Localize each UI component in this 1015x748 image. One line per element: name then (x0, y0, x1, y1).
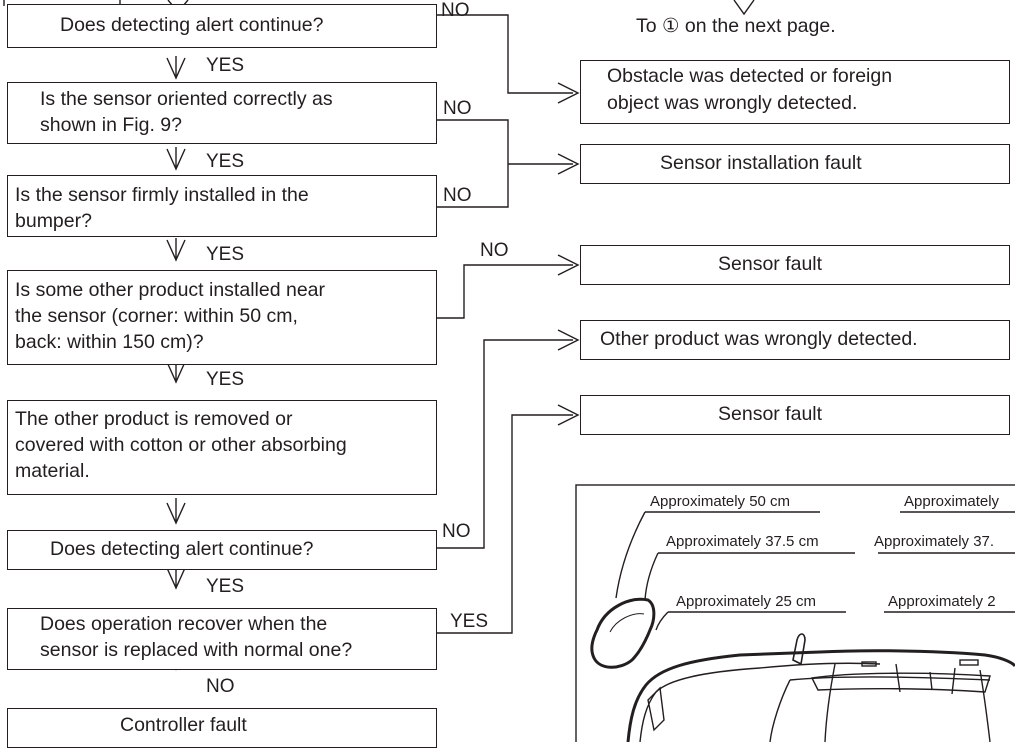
question-other-product-line1: Is some other product installed near (15, 279, 326, 301)
to-next-page-text: To ① on the next page. (636, 15, 836, 37)
question-sensor-installed (7, 175, 437, 237)
step-remove-other-product-line1: The other product is removed or (15, 408, 293, 430)
step-remove-other-product (7, 400, 437, 495)
result-installation-fault (580, 144, 1010, 184)
result-other-product (580, 320, 1010, 360)
branch-no-q4: NO (480, 240, 509, 261)
branch-no-q1: NO (441, 0, 470, 21)
result-obstacle-detected-line2: object was wrongly detected. (607, 92, 858, 114)
question-sensor-orientation-line1: Is the sensor oriented correctly as (40, 88, 333, 110)
figure-label-50cm: Approximately 50 cm (650, 493, 791, 510)
result-controller-fault-text: Controller fault (120, 714, 247, 736)
question-replace-sensor-line1: Does operation recover when the (40, 613, 328, 635)
figure-label-25cm: Approximately 25 cm (676, 593, 817, 610)
branch-yes-4: YES (206, 369, 245, 390)
figure-label-37-5cm: Approximately 37.5 cm (666, 533, 819, 550)
branch-yes-3: YES (206, 244, 245, 265)
result-installation-fault-text: Sensor installation fault (660, 152, 862, 174)
figure-label-right-bot: Approximately 2 (888, 593, 996, 610)
question-alert-continue-2-text: Does detecting alert continue? (50, 538, 314, 560)
result-sensor-fault-1-text: Sensor fault (718, 253, 823, 275)
step-remove-other-product-line3: material. (15, 460, 90, 482)
figure-label-right-mid: Approximately 37. (874, 533, 995, 550)
result-other-product-text: Other product was wrongly detected. (600, 328, 918, 350)
question-sensor-installed-line1: Is the sensor firmly installed in the (15, 184, 309, 206)
question-replace-sensor (7, 608, 437, 670)
question-sensor-installed-line2: bumper? (15, 210, 92, 232)
question-other-product-line2: the sensor (corner: within 50 cm, (15, 305, 298, 327)
question-other-product-line3: back: within 150 cm)? (15, 331, 204, 353)
question-replace-sensor-line2: sensor is replaced with normal one? (40, 639, 353, 661)
step-remove-other-product-line2: covered with cotton or other absorbing (15, 434, 347, 456)
question-alert-continue-1-text: Does detecting alert continue? (60, 14, 324, 36)
result-sensor-fault-2 (580, 395, 1010, 435)
question-alert-continue-2 (7, 530, 437, 570)
figure-label-right-top: Approximately (904, 493, 1000, 510)
branch-no-7: NO (206, 676, 235, 697)
result-sensor-fault-2-text: Sensor fault (718, 403, 823, 425)
branch-yes-2: YES (206, 151, 245, 172)
result-obstacle-detected-line1: Obstacle was detected or foreign (607, 65, 893, 87)
result-obstacle-detected (580, 60, 1010, 124)
branch-yes-1: YES (206, 55, 245, 76)
question-sensor-orientation-line2: shown in Fig. 9? (40, 114, 182, 136)
result-sensor-fault-1 (580, 245, 1010, 285)
question-alert-continue-1 (7, 4, 437, 48)
branch-yes-5: YES (206, 576, 245, 597)
question-other-product (7, 270, 437, 365)
car-figure (575, 484, 1015, 742)
question-sensor-orientation (7, 82, 437, 144)
branch-yes-q7: YES (450, 611, 489, 632)
branch-no-q2: NO (443, 98, 472, 119)
branch-no-q6: NO (442, 521, 471, 542)
branch-no-q3: NO (443, 185, 472, 206)
